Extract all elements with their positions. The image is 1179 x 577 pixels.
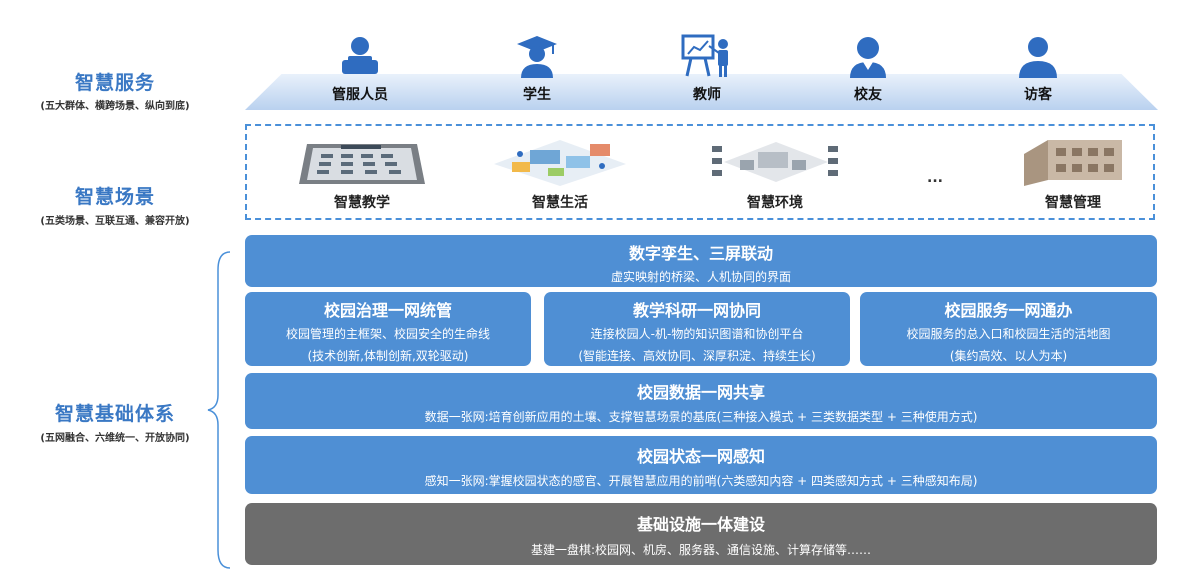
block-title: 校园服务一网通办 [944, 301, 1073, 320]
base-subtitle: (五网融合、六维统一、开放协同) [40, 433, 190, 444]
scene-label: 智慧生活 [532, 195, 588, 211]
service-subtitle: (五大群体、横跨场景、纵向到底) [40, 101, 190, 112]
governance-pillar: 校园治理一网统管 校园管理的主框架、校园安全的生命线 (技术创新,体制创新,双轮… [245, 292, 531, 366]
block-title: 校园治理一网统管 [323, 301, 452, 320]
campus-life-illustration [494, 140, 626, 186]
alumni-icon [850, 37, 886, 78]
service-title: 智慧服务 [74, 72, 155, 94]
data-share-block: 校园数据一网共享 数据一张网:培育创新应用的土壤、支撑智慧场景的基底(三种接入模… [245, 373, 1157, 429]
group-label: 访客 [1024, 87, 1052, 103]
block-title: 教学科研一网协同 [632, 301, 761, 320]
scene-subtitle: (五类场景、互联互通、兼容开放) [40, 216, 190, 227]
block-title: 基础设施一体建设 [636, 515, 765, 534]
management-building-illustration [1024, 140, 1122, 186]
scene-management: 智慧管理 [993, 134, 1153, 212]
group-student: 学生 [482, 34, 592, 104]
digital-twin-block: 数字孪生、三屏联动 虚实映射的桥梁、人机协同的界面 [245, 235, 1157, 287]
state-sense-block: 校园状态一网感知 感知一张网:掌握校园状态的感官、开展智慧应用的前哨(六类感知内… [245, 436, 1157, 494]
classroom-illustration [299, 144, 425, 184]
block-text: 连接校园人-机-物的知识图谱和协创平台 [590, 327, 804, 341]
group-teacher: 教师 [652, 34, 762, 104]
block-title: 数字孪生、三屏联动 [628, 244, 773, 263]
scene-label: 智慧管理 [1045, 195, 1101, 211]
group-label: 教师 [693, 87, 721, 103]
infrastructure-block: 基础设施一体建设 基建一盘棋:校园网、机房、服务器、通信设施、计算存储等…… [245, 503, 1157, 565]
more-scenes-ellipsis: ... [927, 170, 943, 186]
scene-label: 智慧教学 [334, 195, 390, 211]
scene-teaching: 智慧教学 [282, 134, 442, 212]
teacher-presenting-icon [681, 34, 728, 77]
group-label: 管服人员 [332, 87, 388, 103]
scene-life: 智慧生活 [480, 134, 640, 212]
service-pillar: 校园服务一网通办 校园服务的总入口和校园生活的活地图 (集约高效、以人为本) [860, 292, 1157, 366]
group-alumni: 校友 [813, 34, 923, 104]
block-title: 校园数据一网共享 [636, 383, 765, 402]
left-brace [207, 251, 231, 569]
block-text: (集约高效、以人为本) [949, 349, 1068, 363]
block-text: (技术创新,体制创新,双轮驱动) [307, 349, 469, 363]
visitor-icon [1019, 37, 1057, 78]
scene-environment: 智慧环境 [695, 134, 855, 212]
group-label: 校友 [854, 87, 882, 103]
research-pillar: 教学科研一网协同 连接校园人-机-物的知识图谱和协创平台 (智能连接、高效协同、… [544, 292, 850, 366]
block-text: 虚实映射的桥梁、人机协同的界面 [610, 270, 791, 284]
service-groups-band [245, 74, 1158, 110]
block-text: 校园服务的总入口和校园生活的活地图 [906, 327, 1111, 341]
block-title: 校园状态一网感知 [636, 447, 765, 466]
student-graduation-cap-icon [517, 36, 557, 78]
group-admin-staff: 管服人员 [305, 34, 415, 104]
scene-title: 智慧场景 [74, 186, 155, 208]
group-label: 学生 [523, 87, 551, 103]
smart-environment-illustration [712, 142, 838, 182]
block-text: (智能连接、高效协同、深厚积淀、持续生长) [578, 349, 816, 363]
scenes-box: 智慧教学 智慧生活 智慧环境 ... [245, 124, 1155, 220]
block-text: 基建一盘棋:校园网、机房、服务器、通信设施、计算存储等…… [530, 543, 872, 557]
base-title: 智慧基础体系 [54, 403, 175, 425]
block-text: 感知一张网:掌握校园状态的感官、开展智慧应用的前哨(六类感知内容 + 四类感知方… [424, 474, 978, 488]
block-text: 数据一张网:培育创新应用的土壤、支撑智慧场景的基底(三种接入模式 + 三类数据类… [424, 410, 978, 424]
group-visitor: 访客 [983, 34, 1093, 104]
admin-staff-icon [342, 37, 378, 74]
block-text: 校园管理的主框架、校园安全的生命线 [285, 327, 490, 341]
scene-label: 智慧环境 [747, 195, 803, 211]
